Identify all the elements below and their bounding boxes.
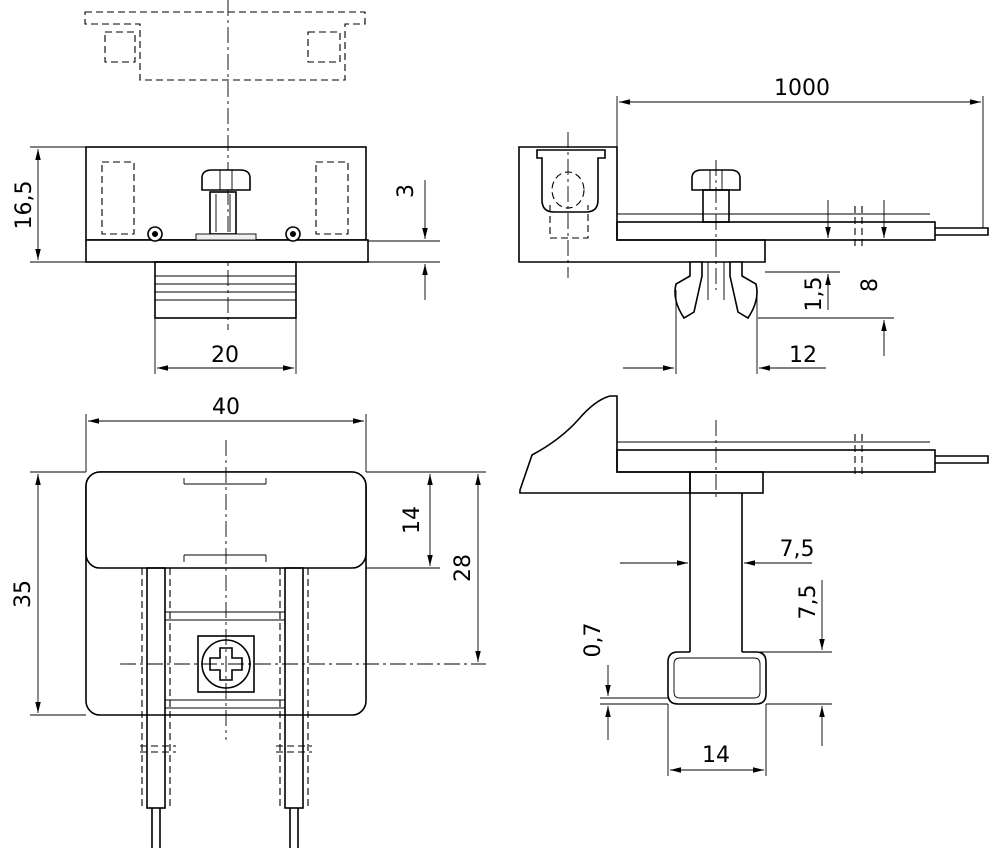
dim-detail-rail-thickness: 0,7 [581,623,606,658]
dim-side-clip-offset: 1,5 [802,277,827,312]
front-view [30,0,440,374]
dim-top-mid-depth: 28 [451,554,476,582]
dim-top-width: 40 [212,395,240,420]
dim-detail-stem-height: 7,5 [796,585,821,620]
mounting-detail-view [519,395,989,776]
dim-side-cable-length: 1000 [774,76,830,101]
top-view [30,414,486,848]
dim-front-height: 16,5 [12,181,37,230]
dim-top-overall-depth: 35 [11,580,36,608]
dim-front-width: 20 [211,343,239,368]
dim-top-inner-depth: 14 [400,506,425,534]
dim-side-clip-height: 8 [858,278,883,292]
side-view [518,96,989,374]
dim-detail-stem-width: 7,5 [780,537,815,562]
dim-detail-rail-width: 14 [702,743,730,768]
dim-side-clip-width: 12 [789,343,817,368]
dim-front-gap: 3 [394,184,419,198]
